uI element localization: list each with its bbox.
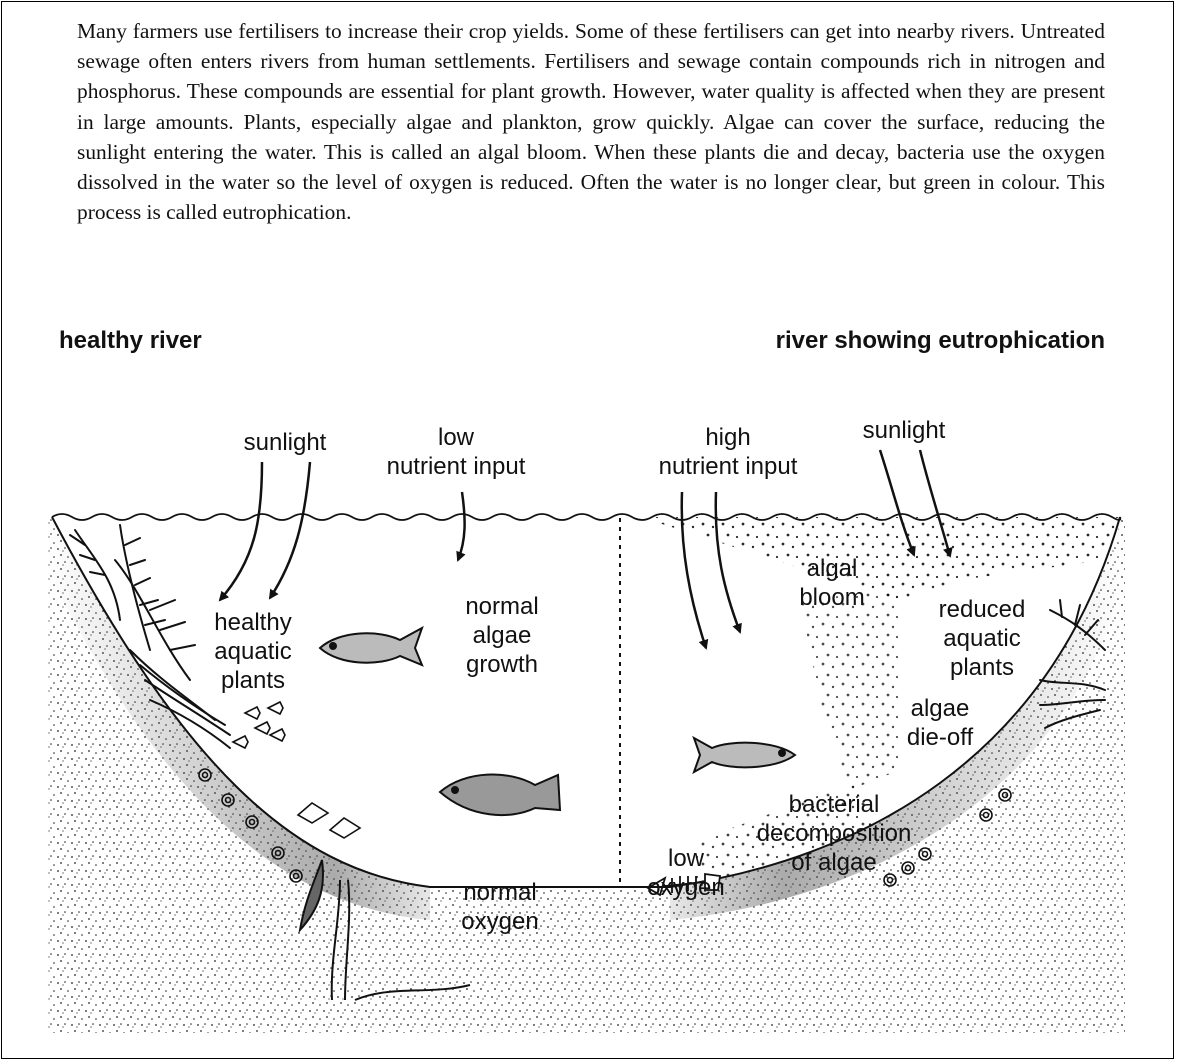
normal-algae-label-3: growth: [466, 651, 538, 678]
reduced-plants-label-1: reduced: [939, 596, 1026, 623]
healthy-plants-label-2: aquatic: [214, 638, 291, 665]
low-nutrient-label-2: nutrient input: [387, 453, 526, 480]
reduced-plants-label-3: plants: [950, 654, 1014, 681]
normal-algae-label-1: normal: [465, 593, 538, 620]
normal-algae-label-2: algae: [473, 622, 532, 649]
bacterial-label-2: decomposition: [757, 820, 912, 847]
normal-oxygen-label-2: oxygen: [461, 908, 538, 935]
low-nutrient-arrow: [458, 492, 465, 560]
fish-icon: [320, 628, 422, 665]
normal-oxygen-label-1: normal: [463, 879, 536, 906]
algae-dieoff-label-2: die-off: [907, 724, 974, 751]
healthy-plants-label-1: healthy: [214, 609, 291, 636]
sunlight-arrow-left-1: [220, 462, 262, 600]
bacterial-label-1: bacterial: [789, 791, 880, 818]
sunlight-label-left: sunlight: [244, 429, 327, 456]
algal-bloom-label-2: bloom: [799, 584, 864, 611]
high-nutrient-arrow-2: [716, 492, 740, 632]
low-nutrient-label-1: low: [438, 424, 475, 451]
trout-icon: [440, 775, 560, 816]
sunlight-label-right: sunlight: [863, 417, 946, 444]
healthy-plants-label-3: plants: [221, 667, 285, 694]
reduced-plants-label-2: aquatic: [943, 625, 1020, 652]
sunlight-arrow-left-2: [270, 462, 310, 598]
high-nutrient-label-1: high: [705, 424, 750, 451]
high-nutrient-label-2: nutrient input: [659, 453, 798, 480]
bacterial-label-3: of algae: [791, 849, 876, 876]
river-bank: [48, 515, 1125, 1033]
algal-bloom-label-1: algal: [807, 555, 858, 582]
fish-icon-right: [694, 738, 795, 772]
low-oxygen-label-1: low: [668, 845, 705, 872]
low-oxygen-label-2: oxygen: [647, 874, 724, 901]
algae-dieoff-label-1: algae: [911, 695, 970, 722]
